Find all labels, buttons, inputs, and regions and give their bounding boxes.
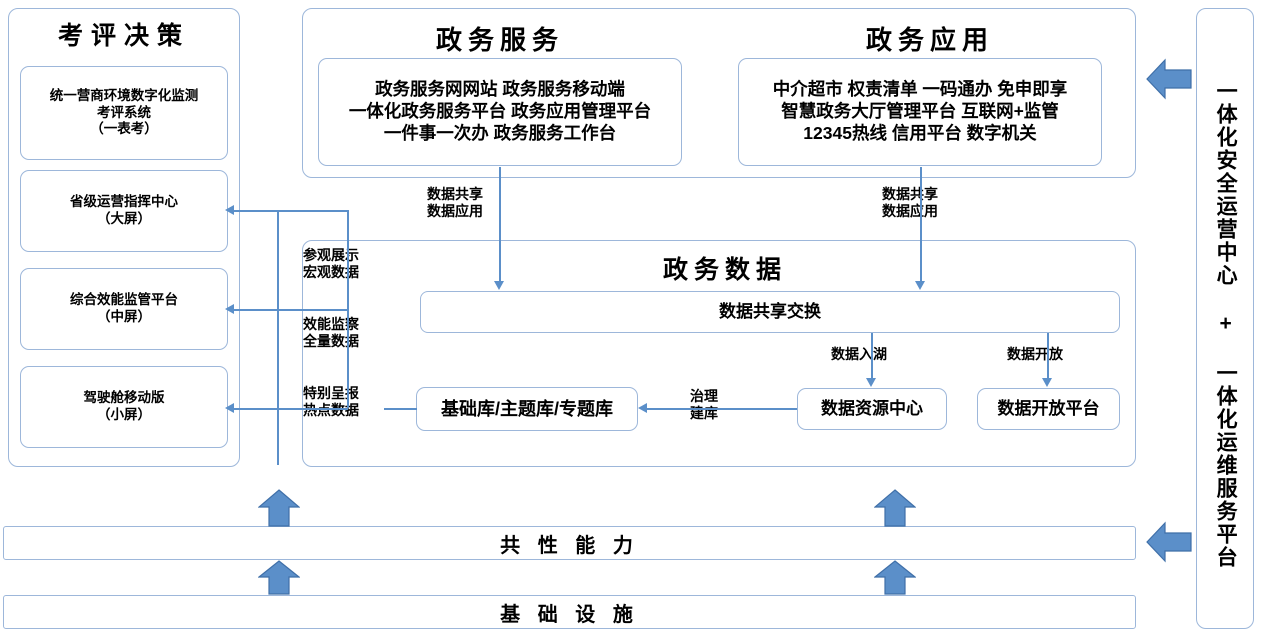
- flow-label-data-into-lake: 数据入湖: [831, 346, 887, 362]
- evaluation-box-unified-business-env[interactable]: 统一营商环境数字化监测 考评系统 （一表考）: [20, 66, 228, 160]
- block-arrow-left-top: [1146, 58, 1192, 100]
- arrowhead-kp1-left: [225, 304, 234, 314]
- arrowhead-govern-build: [638, 403, 647, 413]
- arrowhead-kp2-left: [225, 403, 234, 413]
- arrowhead-service-into-exchange: [494, 281, 504, 290]
- arrowhead-data-into-lake: [866, 378, 876, 387]
- connector-left-trunk-vertical: [347, 210, 349, 408]
- common-capability-bar[interactable]: 共 性 能 力: [3, 526, 1136, 560]
- government-data-title: 政务数据: [662, 256, 787, 284]
- connector-kp2-horizontal: [234, 408, 348, 410]
- government-service-title: 政务服务: [435, 25, 564, 55]
- government-service-items-box[interactable]: 政务服务网网站 政务服务移动端 一体化政务服务平台 政务应用管理平台 一件事一次…: [318, 58, 682, 166]
- connector-secondary-trunk: [277, 210, 279, 465]
- security-ops-platform-label: 一体化安全运营中心 + 一体化运维服务平台: [1214, 79, 1238, 569]
- block-arrow-up-right-bottom: [874, 560, 916, 595]
- data-sharing-exchange-bar[interactable]: 数据共享交换: [420, 291, 1120, 333]
- block-arrow-up-right-top: [874, 489, 916, 527]
- block-arrow-up-left-top: [258, 489, 300, 527]
- connector-service-down-line: [499, 167, 501, 281]
- data-resource-center-box[interactable]: 数据资源中心: [797, 388, 947, 430]
- block-arrow-left-bottom: [1146, 521, 1192, 563]
- flow-label-special-report-hot-data: 特别呈报 热点数据: [303, 385, 359, 418]
- flow-label-efficiency-full-data: 效能监察 全量数据: [303, 316, 359, 349]
- flow-label-govern-build-library: 治理 建库: [690, 388, 718, 421]
- flow-label-service-data-share: 数据共享 数据应用: [427, 186, 483, 219]
- security-ops-platform-panel: [1196, 8, 1254, 629]
- arrowhead-application-into-exchange: [915, 281, 925, 290]
- database-library-box[interactable]: 基础库/主题库/专题库: [416, 387, 638, 431]
- evaluation-box-efficiency-supervision[interactable]: 综合效能监管平台 （中屏）: [20, 268, 228, 350]
- government-application-items-box[interactable]: 中介超市 权责清单 一码通办 免申即享 智慧政务大厅管理平台 互联网+监管 12…: [738, 58, 1102, 166]
- evaluation-box-cockpit-mobile[interactable]: 驾驶舱移动版 （小屏）: [20, 366, 228, 448]
- evaluation-decision-title: 考评决策: [57, 22, 190, 50]
- flow-label-data-open: 数据开放: [1007, 346, 1063, 362]
- connector-kp0-horizontal: [234, 210, 348, 212]
- connector-govern-build-line: [647, 408, 797, 410]
- data-open-platform-box[interactable]: 数据开放平台: [977, 388, 1120, 430]
- connector-kp1-horizontal: [234, 309, 348, 311]
- arrowhead-kp0-left: [225, 205, 234, 215]
- connector-data-into-lake-line: [871, 333, 873, 378]
- connector-library-to-trunk: [384, 408, 417, 410]
- arrowhead-data-open: [1042, 378, 1052, 387]
- government-application-title: 政务应用: [865, 25, 994, 55]
- infrastructure-bar[interactable]: 基 础 设 施: [3, 595, 1136, 629]
- flow-label-visit-display-macro-data: 参观展示 宏观数据: [303, 247, 359, 280]
- block-arrow-up-left-bottom: [258, 560, 300, 595]
- connector-application-down-line: [920, 167, 922, 281]
- connector-data-open-line: [1047, 333, 1049, 378]
- flow-label-application-data-share: 数据共享 数据应用: [882, 186, 938, 219]
- evaluation-box-provincial-command-center[interactable]: 省级运营指挥中心 （大屏）: [20, 170, 228, 252]
